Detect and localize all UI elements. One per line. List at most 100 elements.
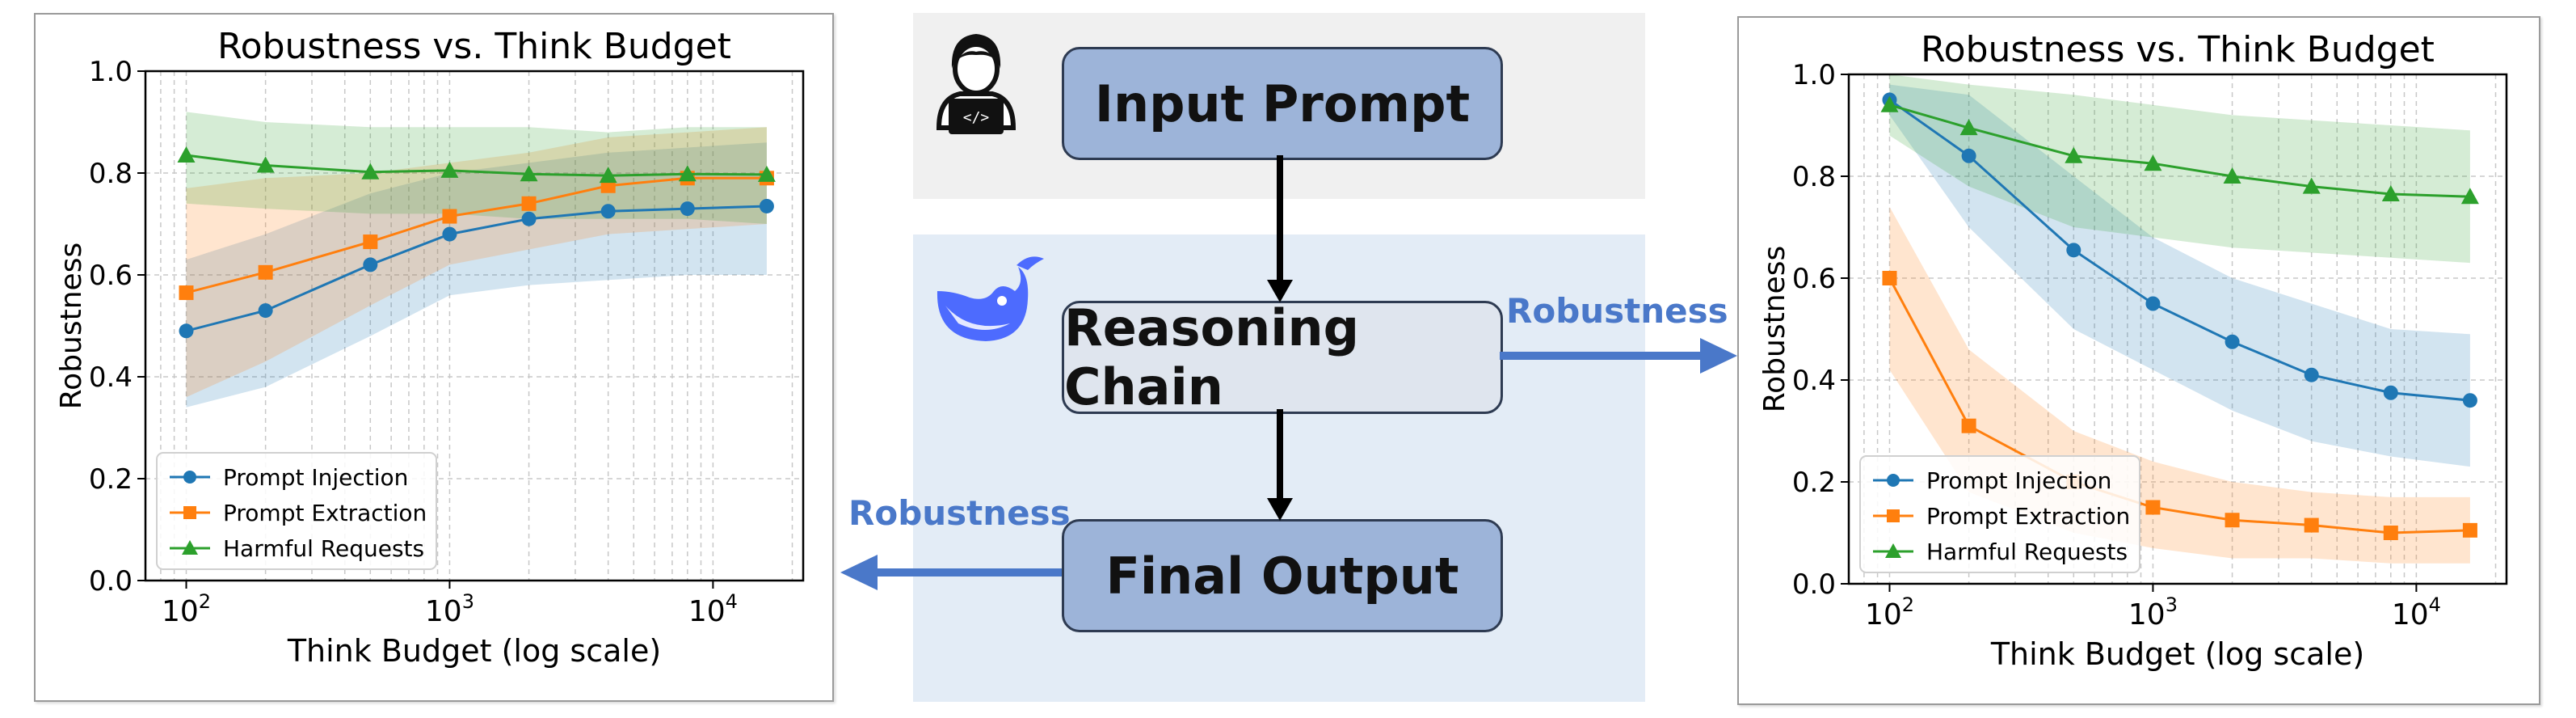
left-robustness-chart: 0.0 0.2 0.4 0.6 0.8 1.0 102 103 104 Robustness vs… bbox=[55, 26, 805, 669]
y-tick-label: 0.6 bbox=[89, 260, 133, 292]
data-point bbox=[256, 156, 275, 173]
data-point bbox=[2460, 188, 2479, 205]
data-point bbox=[759, 198, 774, 213]
series-line-1 bbox=[1888, 277, 2470, 534]
series-line-0 bbox=[1888, 99, 2471, 402]
whale-logo-icon bbox=[937, 256, 1044, 341]
data-point bbox=[363, 257, 378, 272]
legend-marker bbox=[1885, 543, 1901, 558]
data-point bbox=[678, 165, 697, 182]
y-tick-label: 0.2 bbox=[89, 463, 133, 496]
data-point bbox=[1961, 418, 1976, 433]
data-point bbox=[177, 146, 196, 163]
final-output-box: Final Output bbox=[1062, 519, 1503, 632]
data-point bbox=[1882, 271, 1897, 285]
confidence-band-2 bbox=[186, 112, 767, 224]
series-line-1 bbox=[186, 176, 767, 294]
data-point bbox=[442, 226, 457, 242]
y-axis-label: Robustness bbox=[55, 243, 88, 409]
data-point bbox=[599, 167, 617, 184]
x-tick-label: 103 bbox=[425, 590, 474, 628]
data-point bbox=[2223, 167, 2241, 184]
legend-box bbox=[156, 452, 437, 570]
x-tick-label: 103 bbox=[2128, 593, 2178, 631]
legend-label: Prompt Injection bbox=[1926, 467, 2111, 494]
data-point bbox=[2462, 522, 2477, 538]
y-tick-label: 0.4 bbox=[89, 361, 133, 394]
chart-title: Robustness vs. Think Budget bbox=[217, 26, 731, 67]
data-point bbox=[442, 209, 457, 224]
legend-label: Harmful Requests bbox=[1926, 538, 2128, 565]
data-point bbox=[179, 323, 194, 339]
data-point bbox=[2066, 243, 2081, 258]
data-point bbox=[2383, 385, 2398, 400]
data-point bbox=[520, 165, 538, 182]
data-point bbox=[757, 165, 776, 182]
svg-text:</>: </> bbox=[963, 109, 990, 126]
y-tick-label: 0.8 bbox=[1792, 161, 1836, 193]
x-tick-label: 104 bbox=[2392, 593, 2441, 631]
data-point bbox=[2145, 500, 2161, 515]
data-point bbox=[258, 264, 273, 280]
legend-marker bbox=[1887, 509, 1900, 522]
series-line-0 bbox=[186, 205, 767, 332]
data-point bbox=[2144, 154, 2162, 171]
y-tick-label: 0.0 bbox=[89, 565, 133, 598]
legend-box bbox=[1859, 455, 2140, 573]
y-tick-label: 0.6 bbox=[1792, 263, 1836, 295]
data-point bbox=[680, 201, 695, 217]
data-point bbox=[361, 163, 380, 180]
data-point bbox=[363, 234, 378, 250]
y-tick-label: 1.0 bbox=[1792, 59, 1836, 91]
plot-frame bbox=[144, 70, 805, 582]
series-line-2 bbox=[1889, 103, 2470, 198]
x-tick-label: 102 bbox=[162, 590, 211, 628]
legend-marker bbox=[183, 506, 196, 519]
robustness-label-right: Robustness bbox=[1506, 291, 1728, 331]
y-tick-label: 0.0 bbox=[1792, 568, 1836, 601]
y-tick-label: 0.8 bbox=[89, 158, 133, 190]
data-point bbox=[2302, 177, 2321, 194]
data-point bbox=[2145, 296, 2161, 311]
y-tick-label: 0.2 bbox=[1792, 467, 1836, 499]
data-point bbox=[2383, 526, 2398, 540]
data-point bbox=[521, 196, 537, 211]
data-point bbox=[2065, 146, 2083, 163]
legend-label: Prompt Extraction bbox=[1926, 503, 2130, 530]
data-point bbox=[2304, 367, 2319, 382]
legend-marker bbox=[183, 471, 196, 484]
y-tick-label: 1.0 bbox=[89, 56, 133, 88]
series-line-2 bbox=[186, 154, 767, 177]
chart-title: Robustness vs. Think Budget bbox=[1921, 29, 2435, 70]
data-point bbox=[179, 285, 194, 301]
data-point bbox=[2462, 393, 2477, 408]
legend-label: Prompt Injection bbox=[223, 464, 408, 491]
y-tick-label: 0.4 bbox=[1792, 365, 1836, 397]
x-axis-label: Think Budget (log scale) bbox=[1990, 636, 2364, 672]
confidence-band-1 bbox=[186, 127, 767, 398]
data-point bbox=[2225, 513, 2240, 528]
data-point bbox=[521, 211, 537, 226]
legend-marker bbox=[182, 540, 198, 555]
y-axis-label: Robustness bbox=[1758, 246, 1791, 412]
data-point bbox=[258, 303, 273, 319]
data-point bbox=[2304, 517, 2319, 533]
x-axis-label: Think Budget (log scale) bbox=[287, 633, 661, 669]
plot-frame bbox=[1847, 73, 2508, 585]
legend-label: Prompt Extraction bbox=[223, 500, 427, 526]
data-point bbox=[440, 161, 459, 178]
data-point bbox=[1961, 148, 1976, 163]
legend-marker bbox=[1887, 474, 1900, 487]
reasoning-chain-box: Reasoning Chain bbox=[1062, 298, 1503, 416]
confidence-band-0 bbox=[186, 142, 767, 408]
x-tick-label: 104 bbox=[688, 590, 738, 628]
data-point bbox=[1880, 95, 1899, 112]
robustness-label-left: Robustness bbox=[848, 493, 1071, 533]
user-laptop-icon: </> bbox=[936, 34, 1017, 134]
input-prompt-box: Input Prompt bbox=[1062, 47, 1503, 160]
confidence-band-0 bbox=[1889, 84, 2470, 467]
